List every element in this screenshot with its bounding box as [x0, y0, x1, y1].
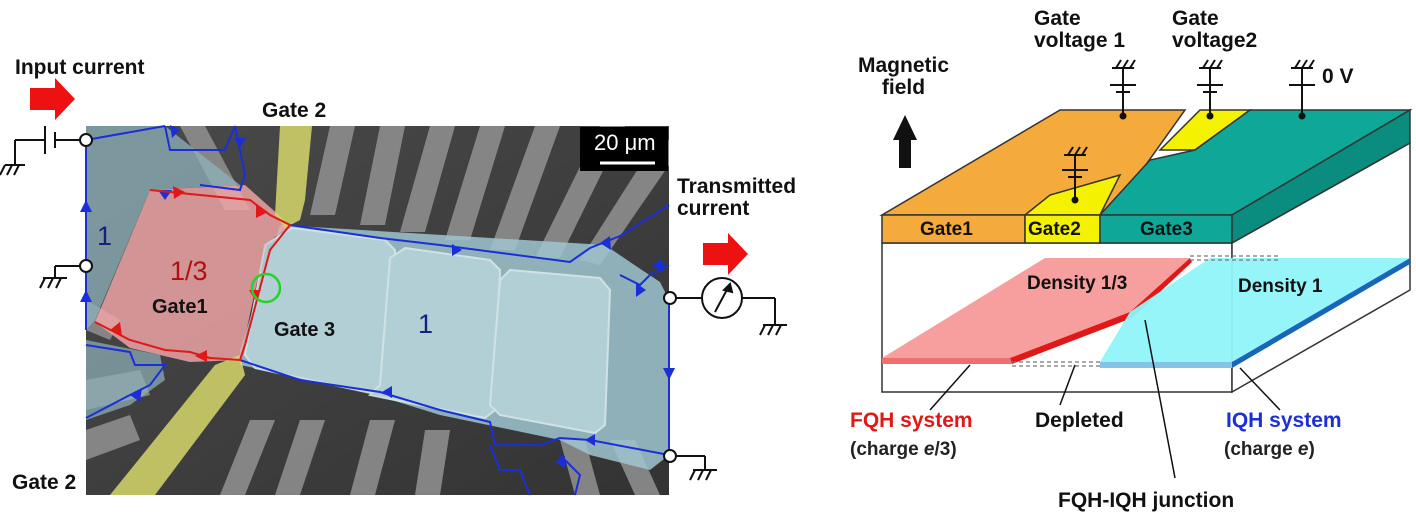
density-13-label: Density 1/3: [1027, 273, 1128, 294]
gate-voltage-1-label: Gate voltage 1: [1034, 7, 1126, 53]
ammeter: [676, 277, 787, 336]
density-1-label: Density 1: [1238, 276, 1323, 297]
magnetic-field-label: Magnetic field: [858, 54, 950, 100]
iqh-system-label: IQH system: [1226, 409, 1342, 432]
gate2-label: Gate2: [1028, 219, 1081, 240]
edge-channels-integer: [85, 125, 670, 496]
iqh-charge-label: (charge e): [1224, 439, 1315, 460]
input-current-arrow: [30, 78, 75, 120]
input-current-label: Input current: [15, 56, 145, 79]
battery-source: [0, 126, 80, 176]
sem-image: [86, 126, 669, 495]
junction-label: FQH-IQH junction: [1058, 489, 1235, 512]
gate-voltage-sources: [1062, 59, 1315, 200]
gate3-label: Gate3: [1140, 219, 1193, 240]
fqh-system-label: FQH system: [850, 409, 973, 432]
junction-marker: [250, 272, 282, 304]
iqh-edge: [1232, 258, 1410, 368]
iqh-plane: [1100, 258, 1410, 362]
edge-arrows-blue: [80, 125, 675, 468]
scale-bar-label: 20 μm: [594, 130, 656, 155]
gate2-bottom-label: Gate 2: [12, 471, 77, 494]
gate-voltage-2-label: Gate voltage2: [1172, 7, 1258, 53]
pointer-lines: [929, 319, 1281, 479]
gate3-sem-label: Gate 3: [274, 319, 336, 341]
gate2-top-label: Gate 2: [262, 99, 327, 122]
depleted-label: Depleted: [1035, 409, 1124, 432]
fqh-plane: [882, 258, 1190, 358]
ground-left: [39, 265, 80, 289]
filling-fqh: 1/3: [170, 256, 208, 286]
filling-left: 1: [97, 221, 113, 251]
gate1-sem-label: Gate1: [152, 296, 208, 318]
transmitted-current-arrow: [703, 233, 748, 275]
filling-right: 1: [418, 309, 434, 339]
transmitted-current-label: Transmitted current: [677, 175, 797, 221]
edge-arrows-red: [110, 186, 268, 362]
fqh-edge: [1010, 258, 1192, 364]
magnetic-field-arrow: [893, 115, 917, 168]
fqh-charge-label: (charge e/3): [850, 439, 957, 460]
ground-right: [676, 455, 717, 481]
gate1-label: Gate1: [920, 219, 973, 240]
zero-volt-label: 0 V: [1322, 65, 1354, 88]
